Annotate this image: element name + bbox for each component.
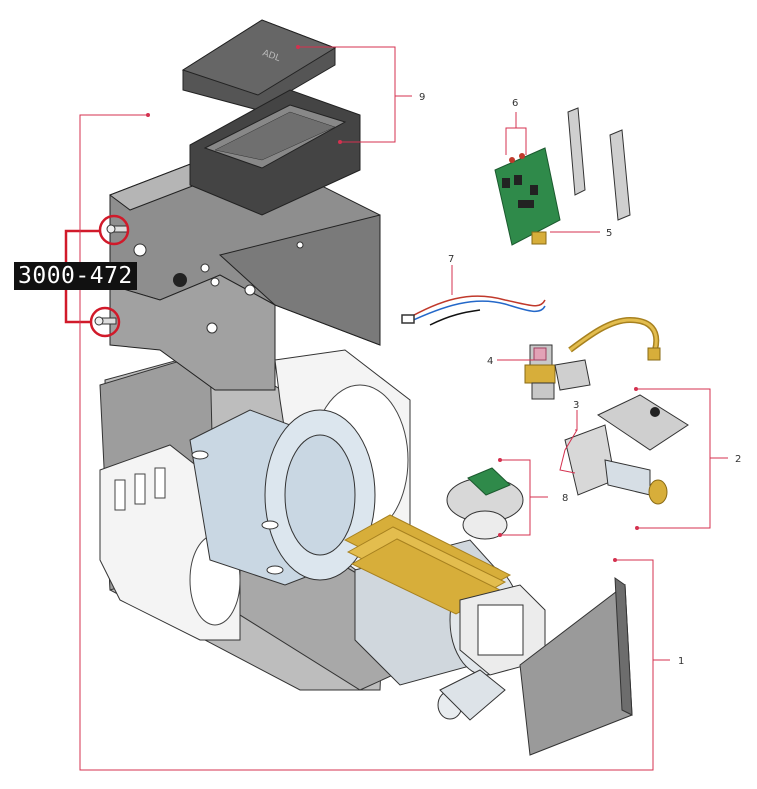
fan-assembly: [446, 467, 524, 540]
callout-label-3: 3: [573, 400, 579, 411]
screw-upper: [106, 224, 129, 234]
top-cover: ADL: [181, 19, 337, 111]
heat-exchanger: [343, 514, 546, 721]
callout-dots: [146, 45, 639, 562]
pcb-brackets: [567, 107, 631, 221]
callout-lines: [79, 46, 728, 771]
part-number-tag: 3000-472: [14, 262, 137, 290]
callout-label-9: 9: [419, 92, 425, 103]
gas-line: [568, 316, 661, 361]
screw-lower: [94, 316, 117, 326]
copper-tubes: [343, 514, 512, 615]
burner-plate: [596, 394, 689, 451]
side-panel: [519, 577, 633, 756]
callout-label-2: 2: [735, 454, 741, 465]
callout-label-4: 4: [487, 356, 493, 367]
callout-label-5: 5: [606, 228, 612, 239]
callout-label-1: 1: [678, 656, 684, 667]
callout-label-8: 8: [562, 493, 568, 504]
top-frame: [189, 89, 361, 216]
wire-harness: [401, 295, 546, 326]
gas-valve: [524, 344, 591, 400]
circuit-board: [494, 147, 561, 246]
tank: [189, 409, 376, 586]
callout-label-7: 7: [448, 254, 454, 265]
burner-assembly: [564, 424, 668, 505]
callout-label-6: 6: [512, 98, 518, 109]
